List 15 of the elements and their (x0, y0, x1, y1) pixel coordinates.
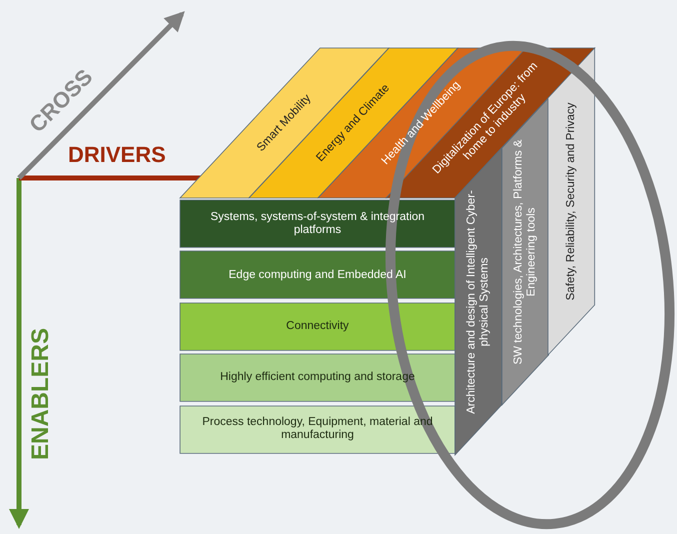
enabler-layer (180, 354, 455, 402)
enabler-layer (180, 406, 455, 453)
cross-cutting-band (548, 48, 595, 355)
layer-label: Connectivity (285, 320, 350, 333)
band-label: SW technologies, Architectures, Platforms & Engineering tools (512, 138, 538, 366)
layer-label: Systems, systems-of-system & integration platforms (209, 210, 426, 237)
layer-label: Edge computing and Embedded AI (228, 268, 408, 282)
enabler-layer (180, 251, 455, 299)
layer-label: Highly efficient computing and storage (219, 371, 416, 384)
axis-label: DRIVERS (68, 142, 166, 168)
axis-label: ENABLERS (27, 328, 55, 460)
band-label: Safety, Reliability, Security and Privacy (565, 102, 578, 302)
enabler-layer (180, 200, 455, 248)
band-label: Architecture and design of Intelligent Cyber-physical Systems (465, 188, 492, 416)
enabler-layer (180, 302, 455, 350)
